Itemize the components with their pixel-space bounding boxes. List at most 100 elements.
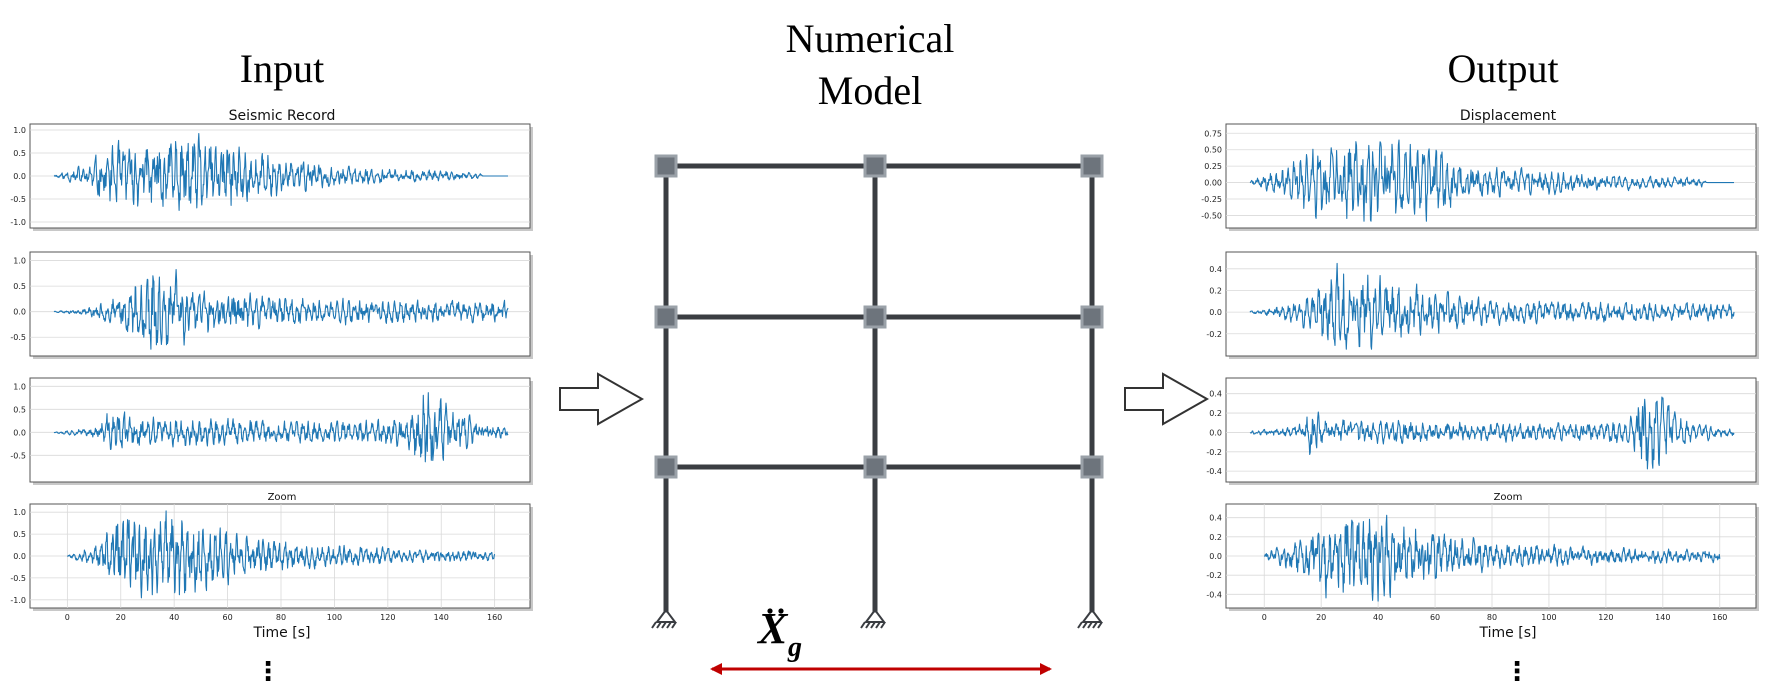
double-dot-accent <box>778 608 784 614</box>
y-tick-label: 0.2 <box>1209 286 1222 295</box>
y-tick-label: 0.2 <box>1209 409 1222 418</box>
pin-support-icon <box>860 608 886 629</box>
x-tick-label: 40 <box>169 613 179 622</box>
input-heading: Input <box>240 46 324 91</box>
x-tick-label: 40 <box>1373 613 1383 622</box>
signal-series <box>67 510 496 599</box>
x-tick-label: 100 <box>1541 613 1556 622</box>
input-x-axis-label: Time [s] <box>253 625 311 641</box>
node-icon <box>1080 154 1104 178</box>
y-tick-label: 1.0 <box>13 257 26 266</box>
y-tick-label: -0.4 <box>1206 467 1222 476</box>
x-tick-label: 0 <box>65 613 70 622</box>
y-tick-label: -0.25 <box>1201 195 1222 204</box>
node-icon <box>1080 455 1104 479</box>
y-tick-label: 0.0 <box>13 428 26 437</box>
output-more-records-ellipsis: ⋮ <box>1504 657 1530 687</box>
y-tick-label: 0.5 <box>13 282 26 291</box>
model-to-output-arrow-icon <box>1124 372 1210 426</box>
node-icon <box>863 455 887 479</box>
node-icon <box>654 154 678 178</box>
y-tick-label: 0.0 <box>1209 428 1222 437</box>
signal-series <box>53 133 509 211</box>
pin-support-icon <box>1077 608 1103 629</box>
x-tick-label: 120 <box>1598 613 1613 622</box>
chart-panel-output-1: 0.750.500.250.00-0.25-0.50 <box>1201 123 1759 231</box>
y-tick-label: 1.0 <box>13 382 26 391</box>
signal-series <box>1249 396 1735 470</box>
chart-panel-input-2: 1.0 0.5 0.0 -0.5 <box>10 251 533 359</box>
y-tick-label: -0.2 <box>1206 330 1222 339</box>
input-plot-title: Seismic Record <box>229 108 336 124</box>
x-tick-label: 20 <box>1316 613 1326 622</box>
x-tick-label: 120 <box>380 613 395 622</box>
x-tick-label: 140 <box>1655 613 1670 622</box>
y-tick-label: -1.0 <box>10 218 26 227</box>
y-tick-label: 0.4 <box>1209 265 1222 274</box>
x-tick-label: 60 <box>1430 613 1440 622</box>
y-tick-label: 0.0 <box>13 308 26 317</box>
y-tick-label: -0.5 <box>10 451 26 460</box>
x-tick-label: 100 <box>327 613 342 622</box>
node-icon <box>654 455 678 479</box>
y-tick-label: 0.4 <box>1209 390 1222 399</box>
ground-acceleration-subscript: g <box>787 632 802 663</box>
ground-acceleration-symbol: X <box>756 604 789 653</box>
output-plot-title: Displacement <box>1460 108 1557 124</box>
node-icon <box>863 154 887 178</box>
time-history-charts: 1.0 0.5 0.0 -0.5 -1.0 1.0 0.5 0.0 -0.5 1.0 0.5 0.0 -… <box>10 123 1759 622</box>
y-tick-label: -0.5 <box>10 574 26 583</box>
y-tick-label: 0.0 <box>13 552 26 561</box>
y-tick-label: 1.0 <box>13 126 26 135</box>
three-story-frame <box>651 154 1104 629</box>
signal-series <box>53 268 509 350</box>
y-tick-label: 0.5 <box>13 149 26 158</box>
y-tick-label: 0.0 <box>1209 308 1222 317</box>
y-tick-label: -0.5 <box>10 333 26 342</box>
y-tick-label: 0.50 <box>1204 146 1222 155</box>
y-tick-label: 0.5 <box>13 530 26 539</box>
model-heading-line2: Model <box>818 68 922 113</box>
node-icon <box>654 305 678 329</box>
chart-panel-input-1: 1.0 0.5 0.0 -0.5 -1.0 <box>10 123 533 231</box>
y-tick-label: 1.0 <box>13 508 26 517</box>
chart-panel-output-2: 0.4 0.2 0.0 -0.2 <box>1206 251 1759 359</box>
y-tick-label: 0.5 <box>13 405 26 414</box>
model-heading-line1: Numerical <box>786 16 955 61</box>
plot-area <box>1225 123 1757 229</box>
signal-series <box>53 392 509 463</box>
signal-series <box>1264 514 1721 602</box>
output-heading: Output <box>1447 46 1558 91</box>
y-tick-label: 0.25 <box>1204 162 1222 171</box>
node-icon <box>1080 305 1104 329</box>
y-tick-label: -0.2 <box>1206 448 1222 457</box>
input-more-records-ellipsis: ⋮ <box>255 657 281 687</box>
y-tick-label: 0.00 <box>1204 179 1222 188</box>
output-zoom-title: Zoom <box>1494 492 1523 503</box>
input-to-model-arrow-icon <box>559 372 645 426</box>
y-tick-label: -0.4 <box>1206 590 1222 599</box>
chart-panel-output-3: 0.4 0.2 0.0 -0.2 -0.4 <box>1206 377 1759 485</box>
y-tick-label: -0.2 <box>1206 571 1222 580</box>
x-tick-label: 140 <box>434 613 449 622</box>
node-icon <box>863 305 887 329</box>
signal-series <box>1249 139 1735 222</box>
x-tick-label: 80 <box>276 613 286 622</box>
pin-support-icon <box>651 608 677 629</box>
y-tick-label: 0.0 <box>13 172 26 181</box>
x-tick-label: 20 <box>116 613 126 622</box>
chart-panel-output-zoom: 0.4 0.2 0.0 -0.2 -0.4 0 20 40 60 80 100 120 140 160 <box>1206 503 1759 622</box>
chart-panel-input-3: 1.0 0.5 0.0 -0.5 <box>10 377 533 485</box>
y-tick-label: 0.75 <box>1204 129 1222 138</box>
y-tick-label: 0.4 <box>1209 514 1222 523</box>
double-dot-accent <box>767 608 773 614</box>
signal-series <box>1249 262 1735 350</box>
x-tick-label: 80 <box>1487 613 1497 622</box>
y-tick-label: 0.0 <box>1209 552 1222 561</box>
y-tick-label: 0.2 <box>1209 533 1222 542</box>
x-tick-label: 160 <box>1712 613 1727 622</box>
y-tick-label: -0.5 <box>10 195 26 204</box>
x-tick-label: 0 <box>1262 613 1267 622</box>
